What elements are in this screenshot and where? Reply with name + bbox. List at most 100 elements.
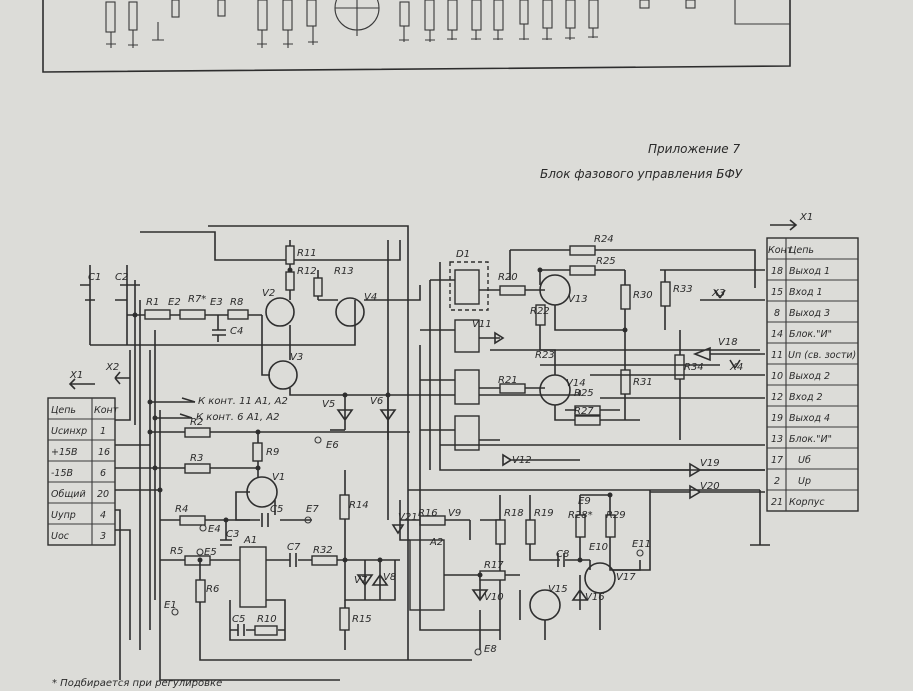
right-row-contact: 15 bbox=[771, 287, 783, 298]
label-e1: E1 bbox=[164, 600, 177, 611]
label-r25: R25 bbox=[596, 256, 616, 267]
label-r19: R19 bbox=[534, 508, 554, 519]
label-v9: V9 bbox=[448, 508, 461, 519]
label-r20: R20 bbox=[498, 272, 518, 283]
footnote: * Подбирается при регулировке bbox=[52, 677, 222, 689]
label-d1: D1 bbox=[456, 249, 470, 260]
label-r17: R17 bbox=[484, 560, 504, 571]
left-row-circuit: +15В bbox=[51, 447, 78, 458]
right-row-circuit: Корпус bbox=[789, 497, 825, 508]
label-r25b: R25 bbox=[574, 388, 594, 399]
label-a1: A1 bbox=[243, 535, 257, 546]
label-v11: V11 bbox=[472, 319, 492, 330]
label-c8: C8 bbox=[556, 549, 569, 560]
label-r7: R7* bbox=[188, 294, 206, 305]
label-r8: R8 bbox=[230, 297, 243, 308]
left-header-contact: Конт bbox=[94, 405, 119, 416]
label-e10: E10 bbox=[589, 542, 608, 553]
label-e7: E7 bbox=[306, 504, 319, 515]
left-header-circuit: Цепь bbox=[51, 405, 76, 416]
left-connector-name: X1 bbox=[69, 370, 83, 381]
label-v20: V20 bbox=[700, 481, 720, 492]
junction-dots bbox=[132, 267, 628, 578]
top-strip-drawing bbox=[42, 0, 791, 73]
label-r10: R10 bbox=[257, 614, 277, 625]
label-v6: V6 bbox=[370, 396, 383, 407]
left-row-contact: 1 bbox=[100, 426, 106, 437]
x2-label: X2 bbox=[105, 362, 119, 373]
right-row-contact: 18 bbox=[771, 266, 783, 277]
label-r6: R6 bbox=[206, 584, 219, 595]
right-row-circuit: Вход 2 bbox=[789, 392, 823, 403]
label-r29: R29 bbox=[606, 510, 626, 521]
right-row-circuit: Выход 1 bbox=[789, 266, 830, 277]
right-row-contact: 2 bbox=[774, 476, 780, 487]
label-v15: V15 bbox=[548, 584, 568, 595]
label-r13: R13 bbox=[334, 266, 354, 277]
label-r16: R16 bbox=[418, 508, 438, 519]
right-row-contact: 21 bbox=[771, 497, 783, 508]
label-c5-lower: C5 bbox=[232, 614, 245, 625]
label-r24: R24 bbox=[594, 234, 614, 245]
label-v14: V14 bbox=[566, 378, 586, 389]
label-r31: R31 bbox=[633, 377, 653, 388]
label-v17: V17 bbox=[616, 572, 636, 583]
right-row-contact: 10 bbox=[771, 371, 783, 382]
right-row-contact: 13 bbox=[771, 434, 783, 445]
left-row-circuit: Uупр bbox=[51, 510, 76, 521]
label-a2: A2 bbox=[429, 537, 443, 548]
label-c3: C3 bbox=[226, 529, 239, 540]
right-connector-name: X1 bbox=[799, 212, 813, 223]
label-v16: V16 bbox=[585, 592, 605, 603]
label-r1: R1 bbox=[146, 297, 159, 308]
label-v3: V3 bbox=[290, 352, 303, 363]
label-r34: R34 bbox=[684, 362, 704, 373]
left-row-contact: 16 bbox=[98, 447, 110, 458]
label-r21: R21 bbox=[498, 375, 518, 386]
right-row-circuit: Выход 4 bbox=[789, 413, 830, 424]
label-r5: R5 bbox=[170, 546, 183, 557]
label-v7: V7 bbox=[354, 575, 368, 586]
label-v10: V10 bbox=[484, 592, 504, 603]
label-e11: E11 bbox=[632, 539, 651, 550]
left-row-contact: 20 bbox=[97, 489, 109, 500]
label-r30: R30 bbox=[633, 290, 653, 301]
label-x4: X4 bbox=[729, 362, 743, 373]
label-x3: X3 bbox=[711, 288, 725, 299]
label-v4: V4 bbox=[364, 292, 377, 303]
right-row-contact: 14 bbox=[771, 329, 783, 340]
label-r3: R3 bbox=[190, 453, 203, 464]
label-e5: E5 bbox=[204, 547, 217, 558]
test-points bbox=[171, 436, 644, 656]
component-labels: C1 C2 R1 E2 R7* E3 R8 C4 V2 R11 R12 R13 … bbox=[88, 234, 743, 655]
label-r28: R28* bbox=[568, 510, 593, 521]
label-r27: R27 bbox=[574, 406, 594, 417]
label-r2: R2 bbox=[190, 417, 203, 428]
label-e6: E6 bbox=[326, 440, 339, 451]
label-e9: E9 bbox=[578, 496, 591, 507]
wiring bbox=[68, 219, 798, 681]
right-row-circuit: Блок."И" bbox=[789, 434, 832, 445]
label-r12: R12 bbox=[297, 266, 317, 277]
label-r23: R23 bbox=[535, 350, 555, 361]
left-row-circuit: Uсинхр bbox=[51, 426, 87, 437]
label-v13: V13 bbox=[568, 294, 588, 305]
label-v21: V21 bbox=[398, 512, 418, 523]
label-r11: R11 bbox=[297, 248, 317, 259]
label-r15: R15 bbox=[352, 614, 372, 625]
right-row-contact: 17 bbox=[771, 455, 783, 466]
right-row-circuit: Вход 1 bbox=[789, 287, 823, 298]
right-row-contact: 19 bbox=[771, 413, 783, 424]
label-r9: R9 bbox=[266, 447, 279, 458]
right-header-circuit: Цепь bbox=[789, 245, 814, 256]
left-row-contact: 3 bbox=[100, 531, 106, 542]
note-to-contact-11: К конт. 11 А1, А2 bbox=[198, 396, 288, 407]
appendix-label: Приложение 7 bbox=[648, 142, 740, 156]
label-c2: C2 bbox=[115, 272, 128, 283]
right-row-circuit: Uб bbox=[798, 455, 811, 466]
label-r33: R33 bbox=[673, 284, 693, 295]
left-row-circuit: Общий bbox=[51, 489, 86, 500]
right-row-circuit: Выход 2 bbox=[789, 371, 830, 382]
left-row-contact: 6 bbox=[100, 468, 106, 479]
